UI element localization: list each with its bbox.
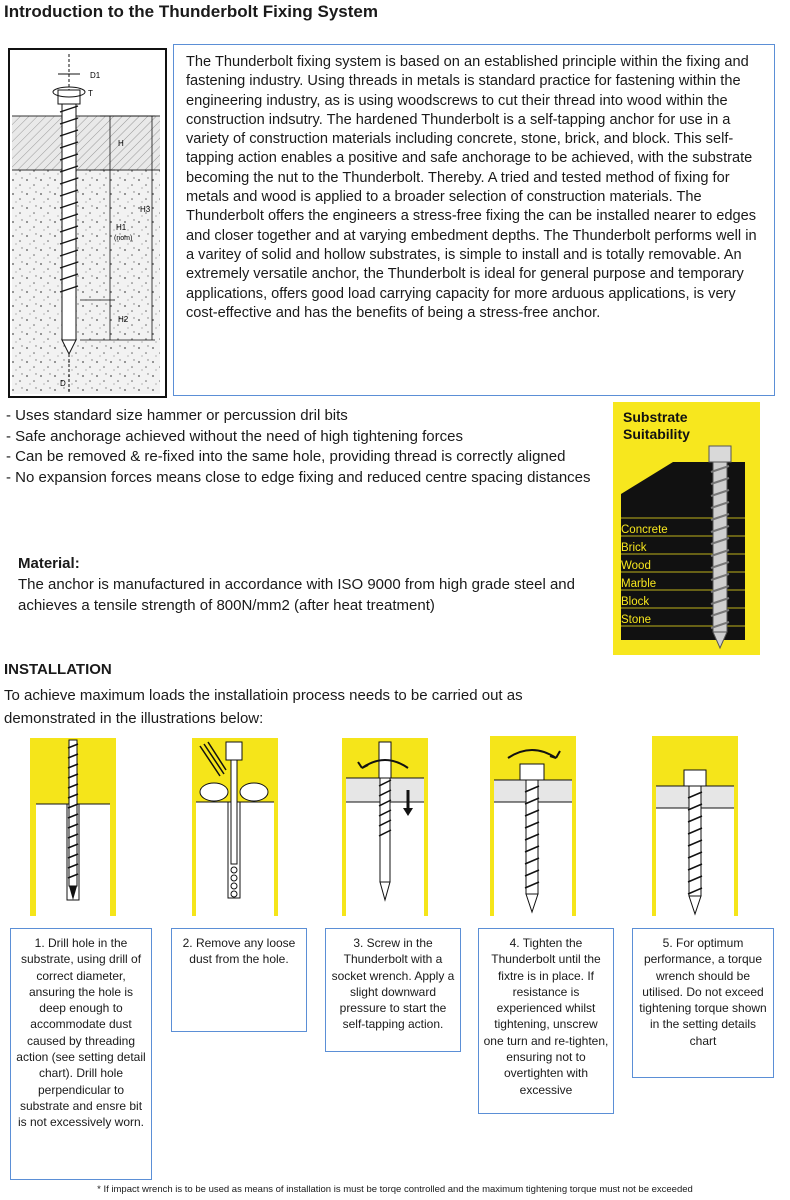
substrate-rows: [619, 517, 754, 627]
substrate-item-concrete: Concrete: [621, 524, 668, 536]
step-4-text: 4. Tighten the Thunderbolt until the fix…: [478, 928, 614, 1114]
substrate-item-wood: Wood: [621, 560, 651, 572]
feature-list: - Uses standard size hammer or percussio…: [6, 406, 596, 488]
step-2-text: 2. Remove any loose dust from the hole.: [171, 928, 307, 1032]
screw-in-illustration: [346, 741, 424, 916]
substrate-item-block: Block: [621, 596, 649, 608]
substrate-layer: [12, 170, 160, 394]
tighten-illustration: [494, 749, 572, 916]
substrate-card-svg: Substrate Suitability Concrete Brick Woo…: [619, 409, 754, 650]
label-h2: H2: [118, 315, 129, 324]
number-one-shape: [621, 462, 701, 640]
installation-heading: INSTALLATION: [4, 661, 112, 678]
footnote: * If impact wrench is to be used as mean…: [97, 1184, 693, 1195]
anchor-bolt-icon: [708, 445, 732, 650]
label-d: D: [60, 379, 66, 388]
label-t: T: [88, 89, 93, 98]
torque-check-illustration: [656, 769, 734, 916]
label-d1: D1: [90, 71, 101, 80]
step-1-illustration: [30, 738, 116, 916]
label-h: H: [118, 139, 124, 148]
label-h3: H3: [140, 205, 151, 214]
substrate-suitability-card: Substrate Suitability Concrete Brick Woo…: [613, 402, 760, 655]
installation-intro: To achieve maximum loads the installatio…: [4, 687, 523, 727]
blow-out-illustration: [196, 741, 274, 916]
fixture-layer: [12, 116, 160, 170]
substrate-item-stone: Stone: [621, 614, 651, 626]
feature-item: - No expansion forces means close to edg…: [6, 468, 591, 486]
step-5-text: 5. For optimum performance, a torque wre…: [632, 928, 774, 1078]
substrate-title-line2: Suitability: [623, 426, 690, 442]
substrate-item-marble: Marble: [621, 578, 656, 590]
substrate-item-brick: Brick: [621, 542, 647, 554]
step-3-illustration: [342, 738, 428, 916]
step-5-illustration: [652, 736, 738, 916]
feature-item: - Safe anchorage achieved without the ne…: [6, 427, 463, 445]
step-4-illustration: [490, 736, 576, 916]
anchor-dimension-diagram: D1 T H H3 H1 (nom) H2 D: [8, 48, 167, 398]
label-nom: (nom): [114, 235, 132, 242]
feature-item: - Uses standard size hammer or percussio…: [6, 407, 348, 424]
bolt-shank: [61, 103, 77, 341]
step-3-text: 3. Screw in the Thunderbolt with a socke…: [325, 928, 461, 1052]
material-text: The anchor is manufactured in accordance…: [18, 576, 575, 614]
material-heading: Material:: [18, 555, 80, 572]
page-title: Introduction to the Thunderbolt Fixing S…: [4, 2, 378, 21]
drill-illustration: [36, 739, 110, 916]
anchor-diagram-svg: D1 T H H3 H1 (nom) H2 D: [12, 54, 160, 394]
step-2-illustration: [192, 738, 278, 916]
feature-item: - Can be removed & re-fixed into the sam…: [6, 448, 566, 465]
intro-text-box: The Thunderbolt fixing system is based o…: [173, 44, 775, 396]
substrate-title-line1: Substrate: [623, 409, 688, 425]
label-h1: H1: [116, 223, 127, 232]
step-1-text: 1. Drill hole in the substrate, using dr…: [10, 928, 152, 1180]
